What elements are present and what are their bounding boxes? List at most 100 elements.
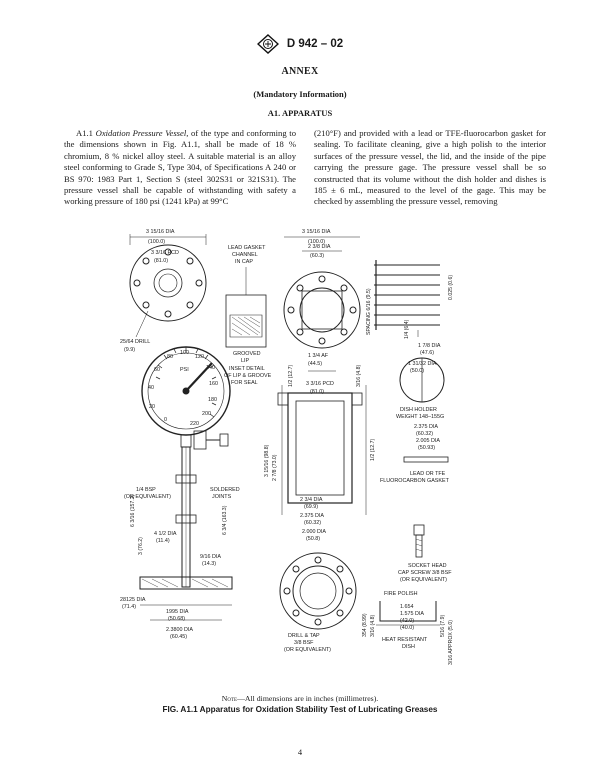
label-tap-thread: 3/8 BSF (294, 640, 314, 646)
page-header: D 942 – 02 (0, 34, 600, 54)
mandatory-label: (Mandatory Information) (253, 89, 347, 99)
gauge-180: 180 (208, 397, 217, 403)
gauge-160: 160 (209, 381, 218, 387)
figure-note: Note—All dimensions are in inches (milli… (0, 694, 600, 703)
inset-detail (225, 294, 267, 348)
gasket-ring (403, 456, 449, 463)
bottom-flange (279, 552, 357, 630)
label-bottom-dia1-mm: (69.9) (304, 504, 318, 510)
gauge-0: 0 (164, 417, 167, 423)
label-base3-mm: (60.45) (170, 634, 187, 640)
gauge-unit: PSI (180, 367, 189, 373)
section-heading: A1. APPARATUS (267, 108, 333, 118)
label-cap-dia: 3 15/16 DIA (146, 229, 175, 235)
label-bottom-dia2: 2.375 DIA (300, 513, 324, 519)
label-bottom-dia2-mm: (60.32) (304, 520, 321, 526)
label-drill-tap: DRILL & TAP (288, 633, 320, 639)
label-in-cap: IN CAP (235, 259, 253, 265)
label-inset-1: INSET DETAIL (229, 366, 265, 372)
label-dish-holder-weight: WEIGHT 148–155G (396, 414, 444, 420)
astm-logo-icon (256, 34, 279, 54)
label-heat-resistant: HEAT RESISTANT (382, 637, 428, 643)
label-holder-dia2: 1 31/32 DIA (408, 361, 437, 367)
apparatus-drawing: 3 15/16 DIA (100.0) 3 3/16 PCD (81.0) 25… (120, 229, 454, 665)
label-dish-dim3: (42.0) (400, 618, 414, 624)
label-height7: 3/16 (4.8) (356, 365, 362, 387)
label-base2: 1995 DIA (166, 609, 189, 615)
label-base2-mm: (50.68) (168, 616, 185, 622)
paragraph-text-left: , of the type and conforming to the dime… (64, 128, 296, 207)
label-body-pcd-mm: (81.0) (310, 389, 324, 395)
label-cap-dia-mm: (100.0) (148, 239, 165, 245)
document-designation: D 942 – 02 (286, 38, 344, 50)
note-text: —All dimensions are in inches (millimetr… (237, 694, 379, 703)
label-gasket-inner: 2.005 DIA (416, 438, 440, 444)
label-base1-mm: (71.4) (122, 604, 136, 610)
label-tube-dia-mm: (11.4) (156, 538, 170, 544)
heat-resistant-dish (379, 601, 437, 622)
label-height8: 1/2 (12.7) (370, 439, 376, 461)
label-height4: 3 15/16 (98.8) (264, 444, 270, 477)
gauge-220: 220 (190, 421, 199, 427)
label-fire-polish: FIRE POLISH (384, 591, 418, 597)
label-screw-equivalent: (OR EQUIVALENT) (400, 577, 447, 583)
label-holder-dia: 1 7/8 DIA (418, 343, 441, 349)
label-bsp-equivalent: (OR EQUIVALENT) (124, 494, 171, 500)
label-af: 1 3/4 AF (308, 353, 329, 359)
label-flange-dia-mm: (100.0) (308, 239, 325, 245)
label-height6: 1/2 (12.7) (288, 365, 294, 387)
label-height3: 6 3/4 (163.3) (222, 505, 228, 535)
socket-screw (413, 524, 425, 536)
gauge-60: 60 (154, 367, 160, 373)
label-socket-head: SOCKET HEAD (408, 563, 447, 569)
label-height5: 2 7/8 (73.0) (272, 454, 278, 481)
label-lip: LIP (241, 358, 249, 364)
label-af-mm: (44.5) (308, 361, 322, 367)
body-column-left: A1.1 Oxidation Pressure Vessel, of the t… (64, 128, 296, 208)
label-dish-height2: 3/16 (4.8) (370, 615, 376, 637)
body-column-right: (210°F) and provided with a lead or TFE-… (314, 128, 546, 208)
paragraph-text-right: (210°F) and provided with a lead or TFE-… (314, 128, 546, 207)
label-grooved: GROOVED (233, 351, 261, 357)
note-prefix: Note (221, 694, 238, 703)
base-flange-section (139, 576, 233, 590)
label-base1: 28125 DIA (120, 597, 146, 603)
label-tube-dia2: 9/16 DIA (200, 554, 221, 560)
label-joints: JOINTS (212, 494, 232, 500)
label-drill-mm: (9.9) (124, 347, 135, 353)
gauge-120: 120 (195, 354, 204, 360)
gauge-200: 200 (202, 411, 211, 417)
figure-caption: FIG. A1.1 Apparatus for Oxidation Stabil… (162, 705, 438, 714)
label-dish-dim2: 1.575 DIA (400, 611, 424, 617)
gauge-100: 100 (180, 350, 189, 356)
body-flange (283, 271, 361, 349)
label-dish-dim4: (40.0) (400, 625, 414, 631)
gauge-20: 20 (149, 404, 155, 410)
vessel-body (287, 392, 353, 504)
label-tap-equivalent: (OR EQUIVALENT) (284, 647, 331, 653)
label-tube-dia2-mm: (14.3) (202, 561, 216, 567)
label-dish-dim1: 1.654 (400, 604, 414, 610)
paragraph-title: Oxidation Pressure Vessel (95, 128, 187, 138)
label-dish-thickness: 0.025 (0.6) (448, 275, 454, 300)
label-drill: 25/64 DRILL (120, 339, 150, 345)
label-tube-dia: 4 1/2 DIA (154, 531, 177, 537)
label-cap-screw: CAP SCREW 3/8 BSF (398, 570, 452, 576)
label-dish-holder: DISH HOLDER (400, 407, 437, 413)
label-spacing: SPACING 6/16 (9.5) (366, 288, 372, 335)
cap-flange (129, 244, 207, 322)
label-flange-dia: 3 15/16 DIA (302, 229, 331, 235)
label-dish-spacing: 1/4 (6.4) (404, 319, 410, 339)
label-cap-pcd-mm: (81.0) (154, 258, 168, 264)
label-inset-2: OF LIP & GROOVE (224, 373, 272, 379)
label-approx: 3/16 APPROX (5.0) (448, 620, 454, 665)
label-gasket-material: FLUOROCARBON GASKET (380, 478, 450, 484)
label-bottom-dia1: 2 3/4 DIA (300, 497, 323, 503)
label-lead-gasket: LEAD GASKET (228, 245, 266, 251)
label-cap-pcd: 3 3/16 PCD (151, 250, 179, 256)
label-dish-height1: 354 (8.99) (362, 613, 368, 637)
label-bottom-dia3: 2.000 DIA (302, 529, 326, 535)
label-gasket-inner-mm: (50.93) (418, 445, 435, 451)
label-body-pcd: 3 3/16 PCD (306, 381, 334, 387)
label-holder-dia-mm: (47.6) (420, 350, 434, 356)
